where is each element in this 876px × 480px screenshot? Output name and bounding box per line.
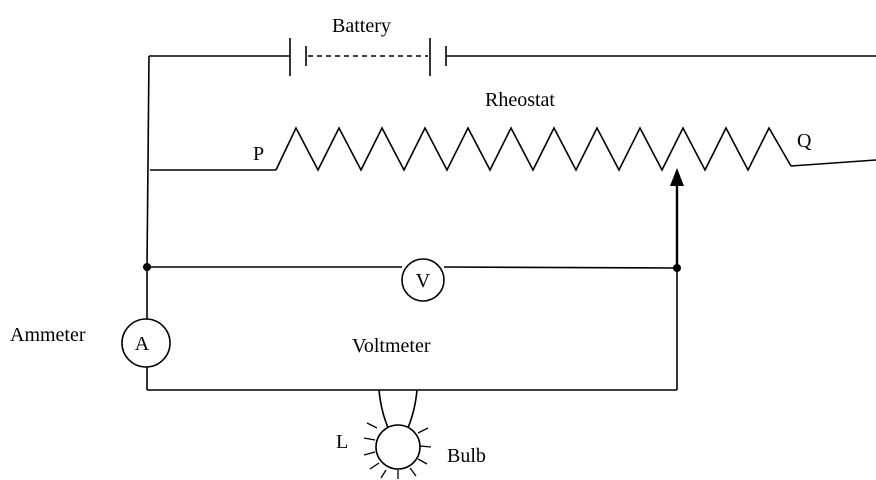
ammeter-branch: A Ammeter Voltmeter — [10, 267, 678, 391]
ammeter — [121, 318, 171, 368]
voltmeter-symbol: V — [416, 270, 431, 292]
rheostat: Rheostat P Q — [150, 89, 876, 268]
voltmeter-wire-right — [443, 266, 678, 269]
bulb-rays — [363, 422, 432, 479]
rheostat-label: Rheostat — [485, 89, 555, 111]
rheostat-end-p: P — [253, 143, 264, 165]
battery-branch: Battery — [146, 15, 876, 269]
bulb-label: Bulb — [447, 445, 486, 467]
rheostat-end-q: Q — [797, 130, 812, 152]
rheostat-lead-q — [790, 159, 876, 167]
ammeter-label: Ammeter — [10, 324, 86, 346]
voltmeter — [401, 258, 445, 302]
left-wire-upper — [146, 55, 150, 269]
voltmeter-branch: V — [143, 258, 681, 302]
bulb: L Bulb — [336, 389, 486, 479]
bulb-glass — [375, 424, 421, 470]
battery-label: Battery — [332, 15, 391, 37]
sliding-contact-arrowhead — [670, 168, 684, 186]
rheostat-coil — [275, 126, 792, 172]
ammeter-symbol: A — [135, 333, 150, 355]
lamp-label: L — [336, 431, 348, 453]
voltmeter-label: Voltmeter — [352, 335, 431, 357]
